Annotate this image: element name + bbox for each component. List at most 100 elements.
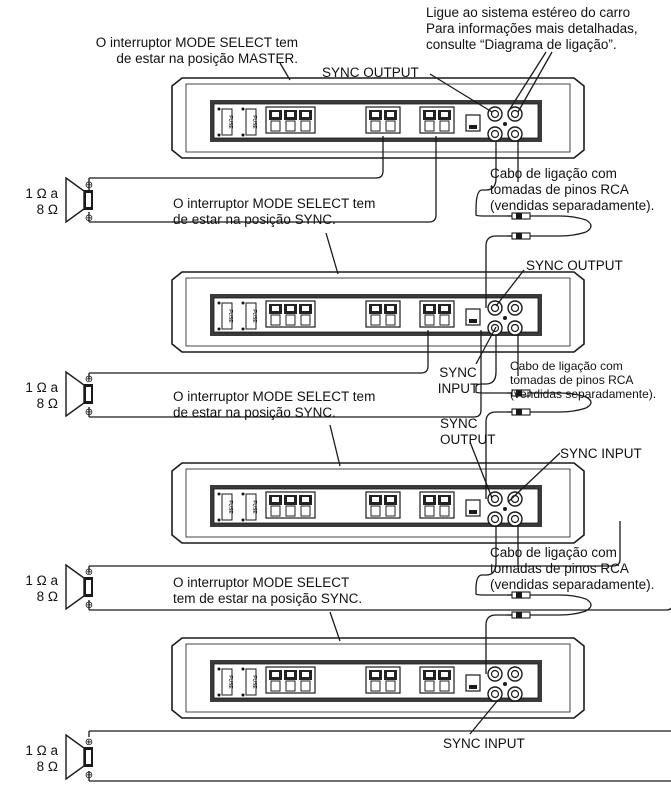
speaker-cone [65, 176, 85, 224]
rca-center-dot [503, 682, 507, 686]
rca-cable-note-1-line3: (vendidas separadamente). [490, 198, 655, 213]
sync-output-leader-3 [469, 441, 493, 499]
rca-jack-top-left [487, 106, 503, 122]
sync-output-label-3-line2: OUTPUT [440, 432, 496, 447]
head-unit-note-line3: consulte “Diagrama de ligação”. [426, 37, 617, 52]
rca-cable-3-loop [585, 598, 592, 612]
rca-jack-bottom-left [487, 686, 503, 702]
master-mode-note-line1: O interruptor MODE SELECT tem [95, 35, 298, 50]
sync-note-leader-1 [325, 232, 339, 275]
power-terminal [265, 491, 316, 519]
svg-text:FUSE: FUSE [227, 309, 233, 323]
sync-output-label-3: SYNC OUTPUT [440, 416, 496, 448]
speaker-impedance-3-line2: 8 Ω [36, 589, 58, 604]
rca-cable-note-3-line3: (vendidas separadamente). [490, 577, 655, 592]
rca-cable-note-2-line1: Cabo de ligação com [510, 359, 623, 373]
rca-jack-bottom-left [487, 511, 503, 527]
sync-output-label-3-line1: SYNC [440, 416, 478, 431]
rca-jack-bottom-right [507, 511, 523, 527]
sync-input-label-4: SYNC INPUT [443, 736, 525, 751]
amplifier-unit-3: FUSE FUSE [171, 462, 585, 544]
fuse-1: FUSE [217, 301, 233, 331]
svg-text:FUSE: FUSE [227, 500, 233, 514]
fuse-2: FUSE [241, 667, 257, 697]
speaker-wire-1-positive [88, 136, 384, 190]
amplifier-unit-4: FUSE FUSE [171, 637, 585, 719]
rca-center-dot [503, 316, 507, 320]
svg-text:FUSE: FUSE [251, 500, 257, 514]
rca-cable-note-1: Cabo de ligação com tomadas de pinos RCA… [490, 166, 654, 214]
rca-cable-note-3-line2: tomadas de pinos RCA [490, 561, 629, 576]
rca-cable-2-wire-1 [530, 392, 587, 398]
head-unit-leader-b [517, 51, 553, 113]
speaker-terminal-left [365, 300, 401, 328]
fuse-1: FUSE [217, 107, 233, 137]
sync-note-leader-2 [329, 424, 341, 467]
sync-mode-note-2: O interruptor MODE SELECT tem de estar n… [173, 389, 375, 421]
svg-text:FUSE: FUSE [227, 675, 233, 689]
speaker-wire-3-positive [88, 521, 621, 572]
rca-cable-note-1-line1: Cabo de ligação com [490, 166, 617, 181]
sync-input-label-2: SYNC INPUT [436, 365, 480, 397]
amplifier-unit-2: FUSE FUSE [171, 271, 585, 353]
rca-jack-top-right [507, 300, 523, 316]
sync-output-leader-1 [429, 73, 493, 113]
rca-jack-bottom-right [507, 126, 523, 142]
sync-mode-note-3-line1: O interruptor MODE SELECT [173, 575, 350, 590]
speaker-wire-1-negative [88, 136, 437, 223]
rca-cable-note-3-line1: Cabo de ligação com [490, 545, 617, 560]
rca-jack-bottom-right [507, 686, 523, 702]
speaker-impedance-1-line1: 1 Ω a [25, 186, 58, 201]
speaker-terminal-right [419, 491, 455, 519]
speaker-impedance-1: 1 Ω a 8 Ω [10, 186, 58, 218]
rca-cable-note-2: Cabo de ligação com tomadas de pinos RCA… [510, 359, 656, 401]
speaker-terminal-left [365, 666, 401, 694]
sync-input-leader-4 [469, 699, 499, 735]
speaker-impedance-3-line1: 1 Ω a [25, 573, 58, 588]
sync-note-leader-3 [329, 611, 341, 642]
sync-mode-note-3: O interruptor MODE SELECT tem de estar n… [173, 575, 362, 607]
rca-cable-1-loop [585, 219, 592, 233]
svg-text:FUSE: FUSE [251, 675, 257, 689]
master-note-leader [279, 62, 291, 81]
rca-cable-3-wire-2 [530, 610, 587, 616]
fuse-2: FUSE [241, 492, 257, 522]
rca-cable-3-wire-1 [530, 594, 587, 600]
master-mode-note: O interruptor MODE SELECT tem de estar n… [50, 35, 298, 67]
plus-terminal-icon: ⊕ [85, 374, 93, 385]
master-mode-note-line2: de estar na posição MASTER. [116, 51, 298, 66]
rca-cable-1-out-a [475, 141, 512, 217]
speaker-impedance-4: 1 Ω a 8 Ω [10, 743, 58, 775]
rca-cable-note-2-line3: (vendidas separadamente). [510, 387, 657, 401]
sync-input-label-3: SYNC INPUT [560, 446, 642, 461]
svg-text:FUSE: FUSE [251, 309, 257, 323]
speaker-cone [65, 733, 85, 781]
speaker-wire-4-negative [88, 771, 671, 782]
speaker-wire-4-positive [88, 730, 671, 737]
fuse-1: FUSE [217, 667, 233, 697]
amplifier-unit-1: FUSE FUSE [171, 77, 585, 159]
rca-cable-note-1-line2: tomadas de pinos RCA [490, 182, 629, 197]
speaker-wire-2-positive [88, 330, 429, 379]
rca-jack-top-left [487, 300, 503, 316]
rca-jack-top-right [507, 666, 523, 682]
speaker-cone [65, 370, 85, 418]
speaker-impedance-3: 1 Ω a 8 Ω [10, 573, 58, 605]
rca-cable-1-in [485, 235, 512, 308]
speaker-impedance-4-line2: 8 Ω [36, 759, 58, 774]
speaker-terminal-right [419, 106, 455, 134]
fuse-2: FUSE [241, 107, 257, 137]
rca-center-dot [503, 122, 507, 126]
svg-text:FUSE: FUSE [251, 115, 257, 129]
speaker-terminal-left [365, 106, 401, 134]
power-terminal [265, 106, 316, 134]
rca-jack-bottom-right [507, 320, 523, 336]
speaker-wire-3-negative [88, 600, 671, 611]
sync-input-leader-2 [475, 326, 497, 365]
rca-cable-note-2-line2: tomadas de pinos RCA [510, 373, 634, 387]
speaker-wire-2-negative [88, 330, 482, 418]
power-terminal [265, 300, 316, 328]
speaker-impedance-2-line1: 1 Ω a [25, 380, 58, 395]
